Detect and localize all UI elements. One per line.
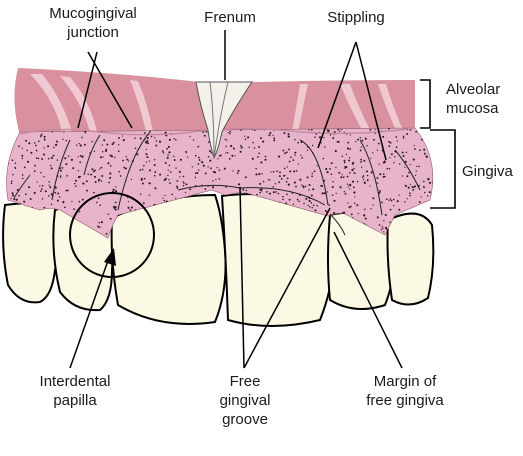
- leader-lines: [69, 30, 403, 369]
- tooth-left-lateral: [2, 202, 62, 304]
- stippling-dots: [6, 128, 433, 238]
- interdental-papilla-circle: [69, 192, 155, 278]
- alveolar-mucosa-bracket: [420, 79, 431, 129]
- teeth: [2, 193, 435, 327]
- frenum-shape: [195, 81, 253, 160]
- label-stippling: Stippling: [327, 9, 385, 26]
- tooth-central-right: [220, 193, 337, 327]
- mucogingival-junction-line: [19, 127, 416, 136]
- label-margin-of-free-gingiva: Margin of free gingiva: [366, 373, 444, 409]
- label-mucogingival-junction: Mucogingival junction: [49, 5, 137, 41]
- label-free-gingival-groove: Free gingival groove: [219, 373, 271, 428]
- gingiva-bracket: [430, 129, 456, 209]
- label-frenum: Frenum: [204, 9, 256, 26]
- tooth-central-left: [110, 193, 227, 325]
- label-alveolar-mucosa: Alveolar mucosa: [446, 81, 501, 117]
- label-interdental-papilla: Interdental papilla: [39, 373, 111, 409]
- interdental-papilla-arrowhead: [104, 248, 116, 266]
- mucosa-highlights: [30, 74, 402, 132]
- tooth-right-canine: [386, 212, 435, 306]
- label-gingiva: Gingiva: [462, 163, 513, 180]
